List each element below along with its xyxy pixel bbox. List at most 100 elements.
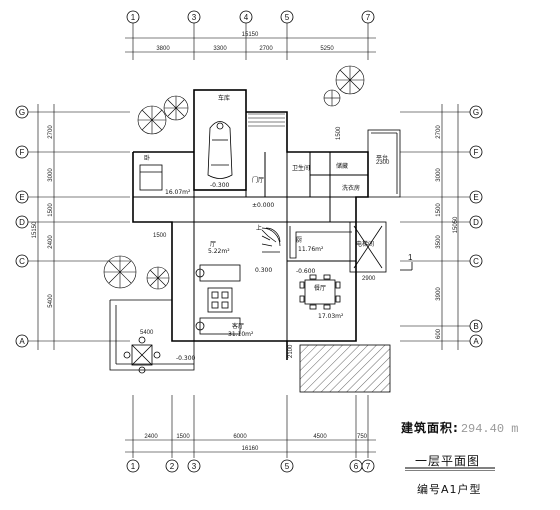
plan-title: 一层平面图 xyxy=(415,454,481,468)
room-dining-label: 餐厅 xyxy=(314,284,326,292)
dim-right-6: 600 xyxy=(436,328,442,339)
room-family-label: 厅 xyxy=(210,241,216,248)
room-terrace-label: 平台 xyxy=(376,154,388,162)
bottom-dimension-lines xyxy=(125,395,376,458)
dim-top-2: 3300 xyxy=(213,46,227,52)
building-area-value: 294.40 m xyxy=(460,422,519,436)
tree-top-left xyxy=(137,105,167,135)
dim-inner-2: 2100 xyxy=(288,344,294,358)
axis-top-7: 7 xyxy=(366,13,371,22)
building-area: 建筑面积:294.40 m xyxy=(401,419,518,436)
axis-right-c: C xyxy=(473,257,479,266)
level-dining: -0.600 xyxy=(296,268,316,275)
room-kitchen-label: 厨 xyxy=(296,237,302,244)
kitchen-counter xyxy=(289,226,352,259)
garage-car xyxy=(207,121,233,179)
axis-left-d: D xyxy=(19,218,25,227)
tree-top-center xyxy=(163,95,189,121)
room-family-area: 5.22m² xyxy=(208,248,230,255)
level-terrace: -0.300 xyxy=(176,355,196,362)
room-laundry-label: 洗衣房 xyxy=(342,184,360,192)
axis-right-d: D xyxy=(473,218,479,227)
axis-top-4: 4 xyxy=(244,13,249,22)
level-living: 0.300 xyxy=(255,267,272,274)
tree-top-right xyxy=(335,65,365,95)
bedroom-furniture xyxy=(139,164,163,191)
dim-inner-4: 2900 xyxy=(362,276,376,282)
dim-right-4: 3500 xyxy=(436,235,442,249)
room-foyer-label: 门厅 xyxy=(252,176,264,184)
dim-top-3: 2700 xyxy=(259,46,273,52)
left-dimension-lines xyxy=(28,104,130,350)
axis-left-e: E xyxy=(19,193,24,202)
axis-bottom-1: 1 xyxy=(131,462,136,471)
dim-bottom-total: 16160 xyxy=(242,446,259,452)
lower-left-porch xyxy=(109,299,195,374)
axis-bottom-7: 7 xyxy=(366,462,371,471)
axis-bottom-6: 6 xyxy=(354,462,359,471)
dim-bottom-2: 1500 xyxy=(176,434,190,440)
dim-left-total: 15150 xyxy=(32,221,38,238)
room-store-label: 储藏 xyxy=(336,162,348,170)
section-mark xyxy=(400,262,413,271)
room-bedroom-area: 16.07m² xyxy=(165,189,191,196)
dim-inner-5: 2300 xyxy=(376,160,390,166)
garage-steps xyxy=(248,113,285,127)
room-garage-label: 车库 xyxy=(218,94,230,102)
plan-code: 编号A1户型 xyxy=(417,483,482,496)
dim-right-5: 3900 xyxy=(436,287,442,301)
dim-right-2: 3000 xyxy=(436,168,442,182)
hatched-entry-paving xyxy=(299,344,391,393)
top-axis-bubbles xyxy=(126,10,375,24)
dim-top-1: 3800 xyxy=(156,46,170,52)
dim-inner-6: 1500 xyxy=(336,126,342,140)
dim-left-3: 1500 xyxy=(48,203,54,217)
dim-bottom-5: 750 xyxy=(357,434,368,440)
room-living-label: 客厅 xyxy=(232,322,244,330)
room-dining-area: 17.03m² xyxy=(318,313,344,320)
axis-right-e: E xyxy=(473,193,478,202)
room-living-area: 31.10m² xyxy=(228,331,254,338)
axis-right-g: G xyxy=(473,108,479,117)
axis-right-b: B xyxy=(473,322,478,331)
dining-table xyxy=(299,274,341,310)
interior-walls xyxy=(133,152,368,341)
dim-left-2: 3000 xyxy=(48,168,54,182)
axis-bottom-5: 5 xyxy=(285,462,290,471)
axis-left-c: C xyxy=(19,257,25,266)
level-garage: -0.300 xyxy=(210,182,230,189)
living-furniture xyxy=(195,264,241,335)
top-dimension-lines xyxy=(125,23,376,60)
right-terrace xyxy=(349,129,401,273)
dim-right-total: 15050 xyxy=(453,216,459,233)
dim-right-1: 2700 xyxy=(436,125,442,139)
axis-top-1: 1 xyxy=(131,13,136,22)
staircase xyxy=(261,227,281,253)
dim-top-total: 15150 xyxy=(242,32,259,38)
axis-top-5: 5 xyxy=(285,13,290,22)
tree-top-right-small xyxy=(323,89,341,107)
room-bedroom-label: 卧 xyxy=(144,154,150,162)
dim-inner-3: 5400 xyxy=(140,330,154,336)
stair-up-label: 上 xyxy=(256,224,262,232)
dim-left-4: 2400 xyxy=(48,235,54,249)
room-kitchen-area: 11.76m² xyxy=(298,246,324,253)
axis-top-3: 3 xyxy=(192,13,197,22)
axis-bottom-3: 3 xyxy=(192,462,197,471)
axis-left-f: F xyxy=(20,148,25,157)
dim-left-5: 5400 xyxy=(48,294,54,308)
dim-bottom-4: 4500 xyxy=(313,434,327,440)
dim-top-4: 5250 xyxy=(320,46,334,52)
dim-left-1: 2700 xyxy=(48,125,54,139)
room-bath-label: 卫生间 xyxy=(292,164,310,172)
axis-bottom-2: 2 xyxy=(170,462,175,471)
dim-bottom-3: 6000 xyxy=(233,434,247,440)
right-dimension-lines xyxy=(400,104,470,350)
bottom-axis-bubbles xyxy=(126,459,375,473)
dim-bottom-1: 2400 xyxy=(144,434,158,440)
axis-left-g: G xyxy=(19,108,25,117)
axis-right-a: A xyxy=(473,337,479,346)
section-mark-label: 1 xyxy=(408,253,413,262)
